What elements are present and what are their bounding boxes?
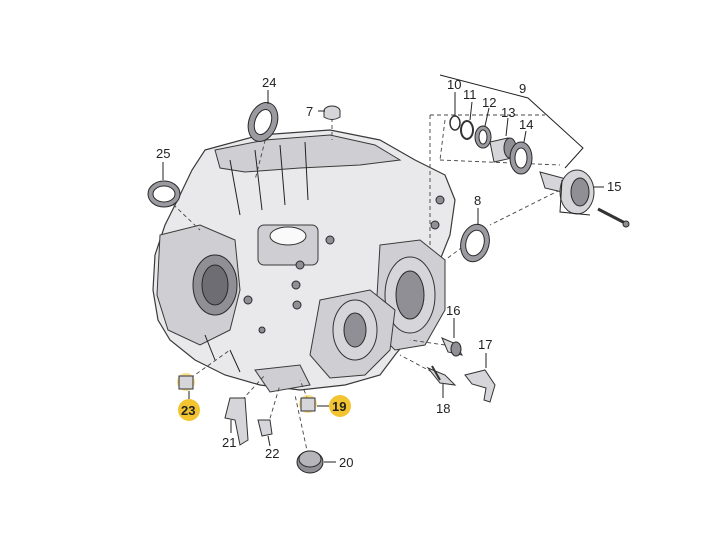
callout-16: 16 <box>446 303 460 318</box>
callout-15: 15 <box>607 179 621 194</box>
highlight-badge-19 <box>329 395 351 417</box>
callout-23: 23 <box>181 403 195 418</box>
callout-18: 18 <box>436 401 450 416</box>
bracket-21 <box>224 397 249 446</box>
callout-19: 19 <box>332 399 346 414</box>
callout-22: 22 <box>265 446 279 461</box>
leader-lines <box>162 74 604 463</box>
callout-25: 25 <box>156 146 170 161</box>
ring-12 <box>474 125 492 149</box>
callout-11: 11 <box>463 87 477 102</box>
plug-23 <box>177 373 195 391</box>
callout-8: 8 <box>474 193 481 208</box>
callout-10: 10 <box>447 77 461 92</box>
callout-13: 13 <box>501 105 515 120</box>
callout-24: 24 <box>262 75 276 90</box>
sender-16 <box>441 337 463 357</box>
callout-17: 17 <box>478 337 492 352</box>
callout-20: 20 <box>339 455 353 470</box>
plug-cap-7 <box>323 105 341 120</box>
callout-21: 21 <box>222 435 236 450</box>
callout-9: 9 <box>519 81 526 96</box>
shim-11 <box>460 120 474 140</box>
bolt-22 <box>257 419 273 437</box>
callout-labels: 7 8 9 10 11 12 13 14 15 16 17 18 19 20 2… <box>156 75 621 470</box>
seal-14 <box>509 141 533 175</box>
circlip-10 <box>449 115 461 131</box>
bolt-15 <box>597 207 630 228</box>
output-flange-9 <box>539 169 595 216</box>
callout-12: 12 <box>482 95 496 110</box>
callout-7: 7 <box>306 104 313 119</box>
seal-ring-25 <box>147 180 181 208</box>
callout-14: 14 <box>519 117 533 132</box>
seal-ring-24 <box>247 102 279 142</box>
cover-cap-20 <box>296 450 324 474</box>
highlight-badge-23 <box>178 399 200 421</box>
o-ring-8 <box>460 223 490 263</box>
drain-plug-19 <box>299 395 317 413</box>
switch-18 <box>426 365 457 386</box>
gearbox-housing <box>152 129 456 393</box>
sensor-17 <box>464 369 496 403</box>
